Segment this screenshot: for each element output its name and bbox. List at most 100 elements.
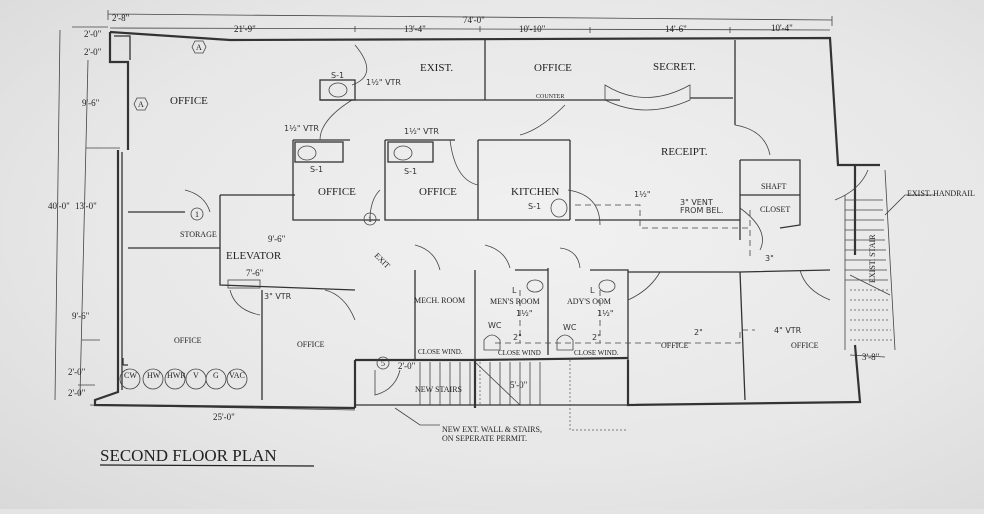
room-exist: EXIST. — [420, 62, 453, 74]
annotation-vtr: 4" VTR — [774, 326, 802, 335]
room-office: OFFICE — [534, 62, 572, 74]
dim-21-9: 21'-9" — [234, 24, 256, 34]
dim-stair-2-0: 2'-0" — [398, 361, 416, 371]
dim-left-2-0: 2'-0" — [84, 47, 102, 57]
dimension-labels: 2'-8" 74'-0" 21'-9" 13'-4" 10'-10" 14'-6… — [48, 13, 880, 422]
plan-title: SECOND FLOOR PLAN — [100, 446, 277, 465]
fixtures — [227, 79, 616, 351]
new-stairs-label: NEW STAIRS — [415, 385, 462, 394]
dimension-lines — [54, 10, 886, 411]
annotation-lav: L — [590, 286, 595, 295]
room-closet: CLOSET — [760, 205, 790, 214]
exit-sign: EXIT — [373, 251, 392, 270]
dim-left-9-6: 9'-6" — [72, 311, 90, 321]
note-separate-permit: ON SEPERATE PERMIT. — [442, 434, 527, 443]
annotation-pipe-size: 2" — [694, 328, 703, 337]
note-existing-handrail: EXIST. HANDRAIL — [907, 189, 975, 198]
room-office: OFFICE — [791, 341, 819, 350]
dim-10-10: 10'-10" — [519, 24, 546, 34]
dim-left-9-6: 9'-6" — [82, 98, 100, 108]
dim-40-0: 40'-0" — [48, 201, 70, 211]
annotation-wc: WC — [563, 323, 577, 332]
room-office: OFFICE — [170, 95, 208, 107]
new-stairs — [394, 361, 541, 426]
meters: CW HW HWR V G VAC — [119, 368, 248, 390]
room-ladies-restroom: ADY'S OOM — [567, 297, 611, 306]
annotation-vtr: 1½" VTR — [366, 78, 401, 87]
annotation-vtr: 1½" VTR — [404, 127, 439, 136]
dim-13-4: 13'-4" — [404, 24, 426, 34]
dim-stair-3-8: 3'-8" — [862, 352, 880, 362]
room-secretary: SECRET. — [653, 61, 696, 73]
annotation-pipe-size: 1½" — [597, 309, 614, 318]
meter-vac: VAC — [229, 371, 245, 380]
dim-left-2-0: 2'-0" — [84, 29, 102, 39]
annotation-pipe-size: 1½" — [516, 309, 533, 318]
dim-left-2-0: 2'-0" — [68, 388, 86, 398]
annotation-pipe-size: 3" — [765, 254, 774, 263]
meter-hw: HW — [147, 371, 161, 380]
plumbing-lines — [479, 204, 755, 431]
exist-stair-label: EXIST. STAIR — [868, 234, 877, 283]
exist-stair — [844, 169, 935, 351]
room-labels: OFFICE EXIST. OFFICE SECRET. COUNTER REC… — [170, 61, 877, 394]
room-office: OFFICE — [174, 336, 202, 345]
room-reception: RECEIPT. — [661, 146, 708, 158]
elevator-control-panel — [227, 279, 261, 289]
sink-icon — [393, 145, 413, 161]
annotation-s1: S-1 — [331, 71, 344, 80]
room-storage: STORAGE — [180, 230, 217, 239]
annotation-vtr: 1½" VTR — [284, 124, 319, 133]
dim-74-0: 74'-0" — [463, 15, 485, 25]
meter-g: G — [213, 371, 219, 380]
dim-2-8: 2'-8" — [112, 13, 130, 23]
dim-10-4: 10'-4" — [771, 23, 793, 33]
room-office: OFFICE — [318, 186, 356, 198]
dim-25-0: 25'-0" — [213, 412, 235, 422]
door-swings — [184, 44, 869, 396]
sink-icon — [598, 279, 616, 293]
note-close-window: CLOSE WIND. — [418, 348, 463, 356]
annotation-lav: L — [512, 286, 517, 295]
room-office: OFFICE — [297, 340, 325, 349]
room-mens-restroom: MEN'S ROOM — [490, 297, 540, 306]
annotation-wc: WC — [488, 321, 502, 330]
dim-14-6: 14'-6" — [665, 24, 687, 34]
toilet-icon — [483, 334, 574, 351]
title-underline — [99, 464, 315, 467]
meter-hwr: HWR — [167, 371, 186, 380]
note-close-window: CLOSE WIND. — [574, 349, 619, 357]
annotation-vtr: 3" VTR — [264, 292, 292, 301]
annotation-s1: S-1 — [528, 202, 541, 211]
room-office: OFFICE — [661, 341, 689, 350]
annotation-pipe-size: 2" — [592, 333, 601, 342]
room-kitchen: KITCHEN — [511, 186, 559, 198]
walls — [93, 30, 880, 410]
annotation-vent: 3" VENT — [680, 198, 713, 207]
room-shaft: SHAFT — [761, 182, 786, 191]
dim-elev-7-6: 7'-6" — [246, 268, 264, 278]
tag-door-1: 1 — [195, 210, 199, 219]
tag-door-1: 1 — [368, 215, 372, 224]
sink-icon — [550, 198, 568, 218]
room-office: OFFICE — [419, 186, 457, 198]
notes: CLOSE WIND. CLOSE WIND CLOSE WIND. EXIST… — [418, 189, 975, 443]
annotation-pipe-size: 2" — [513, 333, 522, 342]
tags: A A 1 1 5 EXIT — [133, 40, 392, 370]
tag-a: A — [196, 43, 202, 52]
handwritten-annotations: 1½" VTR 1½" VTR 1½" VTR S-1 S-1 S-1 S-1 … — [264, 71, 802, 342]
room-mechanical: MECH. ROOM — [414, 296, 465, 305]
dim-stair-5-0: 5'-0" — [510, 380, 528, 390]
sink-icon — [526, 279, 544, 293]
annotation-s1: S-1 — [310, 165, 323, 174]
meter-cw: CW — [124, 371, 137, 380]
tag-a: A — [138, 100, 144, 109]
annotation-vent: FROM BEL. — [680, 206, 723, 215]
note-new-ext-wall: NEW EXT. WALL & STAIRS, — [442, 425, 542, 434]
counter-label: COUNTER — [536, 94, 564, 100]
room-elevator: ELEVATOR — [226, 250, 282, 262]
dim-left-2-0: 2'-0" — [68, 367, 86, 377]
dim-elev-9-6: 9'-6" — [268, 234, 286, 244]
